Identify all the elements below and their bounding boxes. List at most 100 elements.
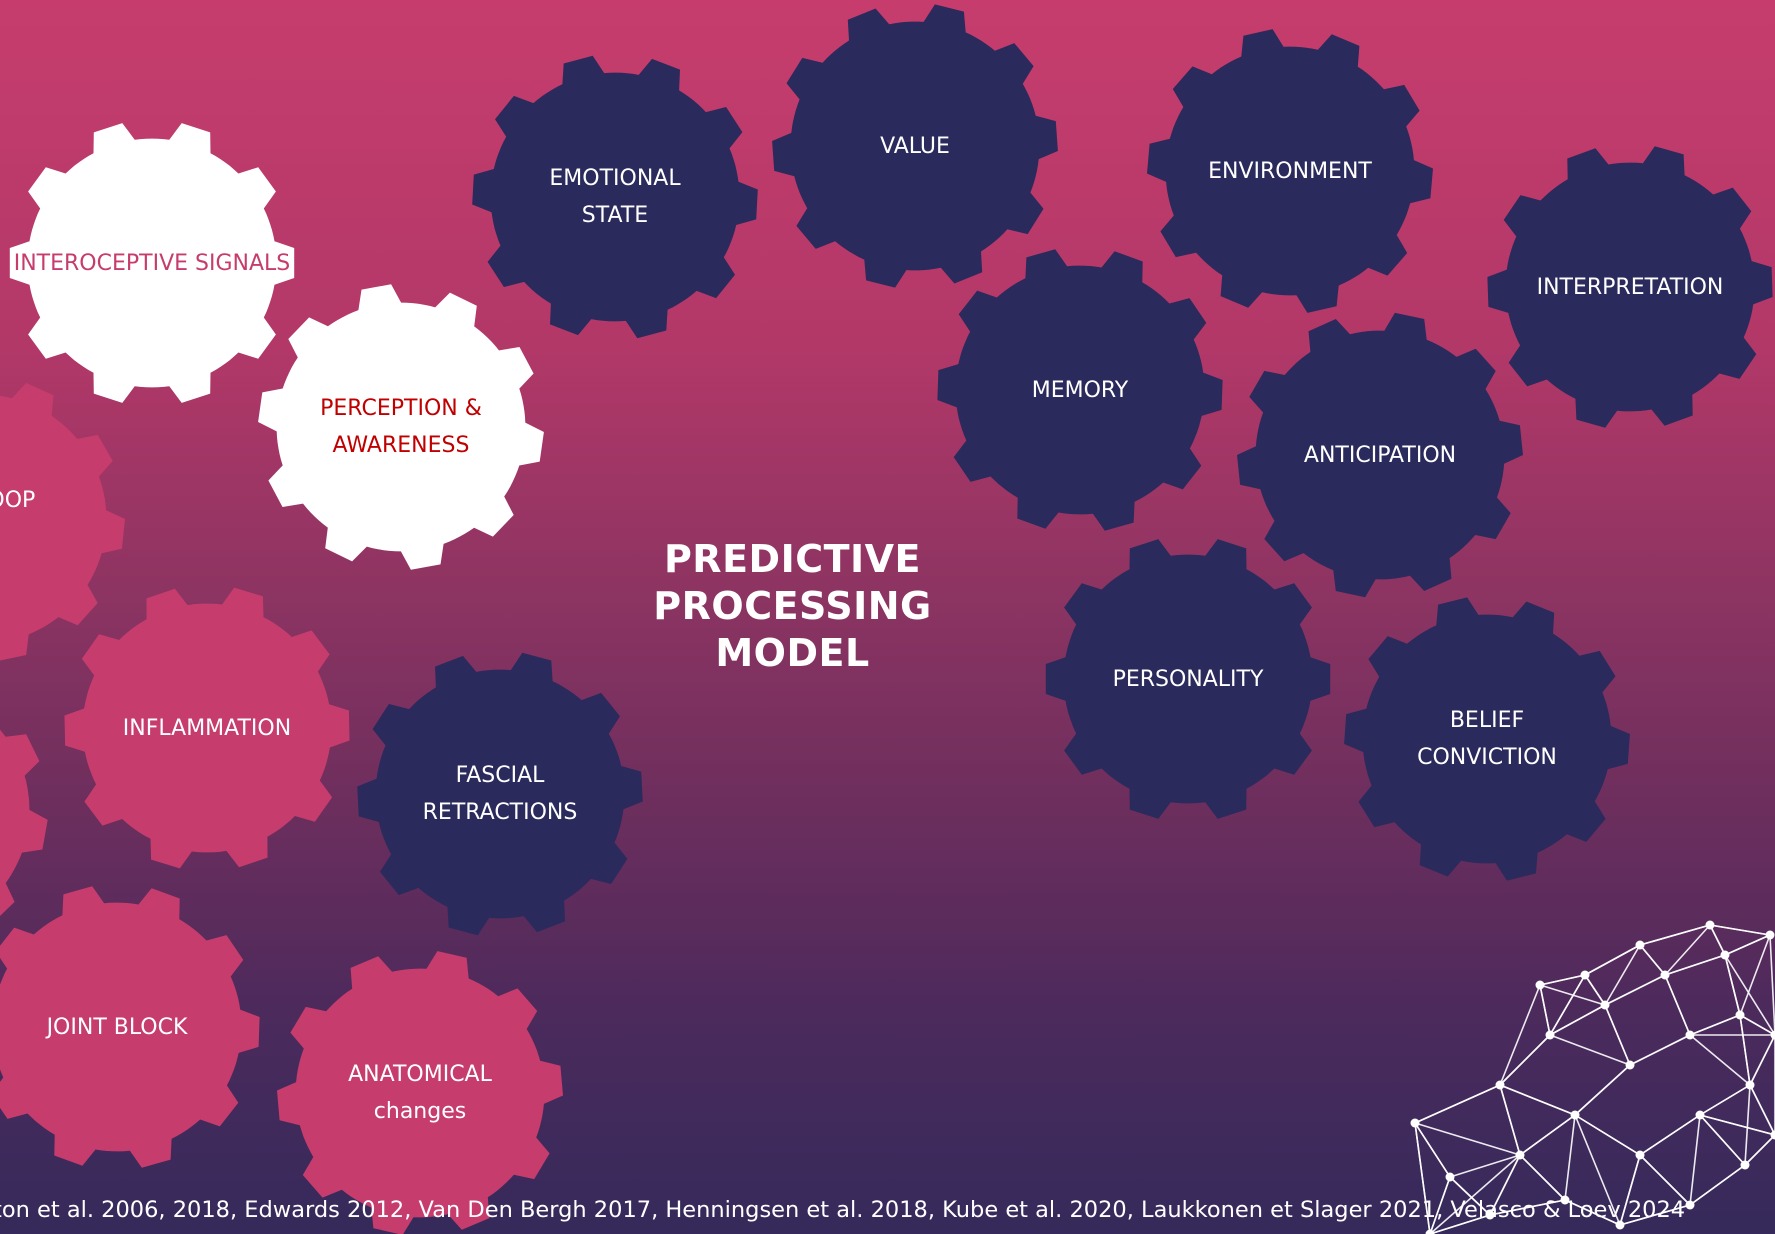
network-edge <box>1499 1084 1576 1116</box>
gear-value <box>772 4 1058 288</box>
network-node <box>1765 930 1775 940</box>
network-edge <box>1519 1154 1566 1201</box>
network-edge <box>1699 1084 1751 1116</box>
network-edge <box>1744 1084 1751 1166</box>
network-edge <box>1414 1084 1501 1124</box>
network-edge <box>1549 1004 1606 1036</box>
network-edge <box>1629 1034 1691 1066</box>
title-line-2: PROCESSING <box>653 584 932 628</box>
gear-memory <box>937 249 1223 531</box>
network-node <box>1580 970 1590 980</box>
network-edge <box>1604 1004 1631 1066</box>
network-edge <box>1604 974 1666 1006</box>
network-node <box>1660 970 1670 980</box>
network-node <box>1735 1010 1745 1020</box>
network-edge <box>1639 1154 1691 1206</box>
model-title: PREDICTIVE PROCESSING MODEL <box>600 536 985 677</box>
network-edge <box>1744 1134 1775 1166</box>
network-edge <box>1619 1204 1691 1226</box>
network-edge <box>1689 1034 1751 1086</box>
network-sphere-icon <box>1410 920 1775 1234</box>
network-edge <box>1709 924 1771 936</box>
network-edge <box>1664 954 1726 976</box>
network-node <box>1685 1200 1695 1210</box>
network-edge <box>1604 944 1641 1006</box>
network-edge <box>1574 1064 1631 1116</box>
network-edge <box>1564 1199 1621 1226</box>
network-node <box>1425 1229 1435 1234</box>
gear-personality <box>1045 539 1331 819</box>
network-edge <box>1499 984 1541 1086</box>
network-node <box>1685 1030 1695 1040</box>
network-edge <box>1574 1114 1621 1226</box>
network-edge <box>1724 954 1775 1036</box>
network-edge <box>1664 974 1691 1036</box>
network-edge <box>1699 1114 1775 1136</box>
network-edge <box>1769 934 1775 1036</box>
network-node <box>1635 1150 1645 1160</box>
network-edge <box>1639 944 1666 976</box>
network-edge <box>1414 1122 1521 1156</box>
network-edge <box>1749 1084 1775 1136</box>
network-edge <box>1689 1014 1741 1036</box>
network-edge <box>1519 1114 1576 1156</box>
gear-fotroop-em <box>0 383 125 661</box>
network-edge <box>1539 974 1586 986</box>
network-node <box>1770 1030 1775 1040</box>
gear-interoceptive-signals <box>9 123 295 403</box>
network-node <box>1745 1080 1755 1090</box>
network-edge <box>1429 1214 1491 1234</box>
network-edge <box>1699 1114 1746 1166</box>
network-node <box>1545 1030 1555 1040</box>
network-edge <box>1449 1154 1521 1178</box>
network-edge <box>1414 1122 1451 1178</box>
network-node <box>1410 1118 1420 1128</box>
title-line-1: PREDICTIVE <box>663 537 922 581</box>
gear-emotional-state <box>472 55 758 339</box>
network-edge <box>1549 1034 1631 1066</box>
network-edge <box>1499 1034 1551 1086</box>
network-node <box>1495 1080 1505 1090</box>
network-edge <box>1429 1176 1451 1234</box>
gear-anatomical-changes <box>277 951 563 1234</box>
network-edge <box>1539 984 1551 1036</box>
gear-fascial-retractions <box>357 652 643 936</box>
network-node <box>1695 1110 1705 1120</box>
network-edge <box>1639 924 1711 946</box>
network-node <box>1720 950 1730 960</box>
network-edge <box>1739 934 1771 1016</box>
network-edge <box>1499 1084 1521 1156</box>
network-node <box>1635 940 1645 950</box>
network-edge <box>1574 1114 1641 1156</box>
network-edge <box>1584 944 1641 976</box>
network-node <box>1770 1130 1775 1140</box>
network-edge <box>1489 1199 1566 1216</box>
network-node <box>1535 980 1545 990</box>
network-edge <box>1739 1014 1751 1086</box>
network-node <box>1740 1160 1750 1170</box>
network-edge <box>1564 1114 1576 1201</box>
network-edge <box>1429 1154 1521 1234</box>
network-edge <box>1584 974 1606 1006</box>
gear-belief-conviction <box>1344 597 1630 881</box>
gear-environment <box>1147 29 1433 313</box>
title-line-3: MODEL <box>715 631 870 675</box>
network-edge <box>1489 1154 1521 1216</box>
network-edge <box>1709 924 1726 956</box>
network-edge <box>1549 974 1586 1036</box>
network-edge <box>1639 1114 1701 1156</box>
network-node <box>1485 1210 1495 1220</box>
network-edge <box>1539 984 1606 1006</box>
gear-anticipation <box>1237 312 1523 598</box>
gear-left-edge-gear <box>0 729 48 916</box>
network-edge <box>1689 1114 1701 1206</box>
network-node <box>1705 920 1715 930</box>
network-node <box>1625 1060 1635 1070</box>
network-node <box>1615 1220 1625 1230</box>
network-edge <box>1689 1164 1746 1206</box>
network-node <box>1570 1110 1580 1120</box>
network-node <box>1515 1150 1525 1160</box>
gear-interpretation <box>1487 146 1773 428</box>
